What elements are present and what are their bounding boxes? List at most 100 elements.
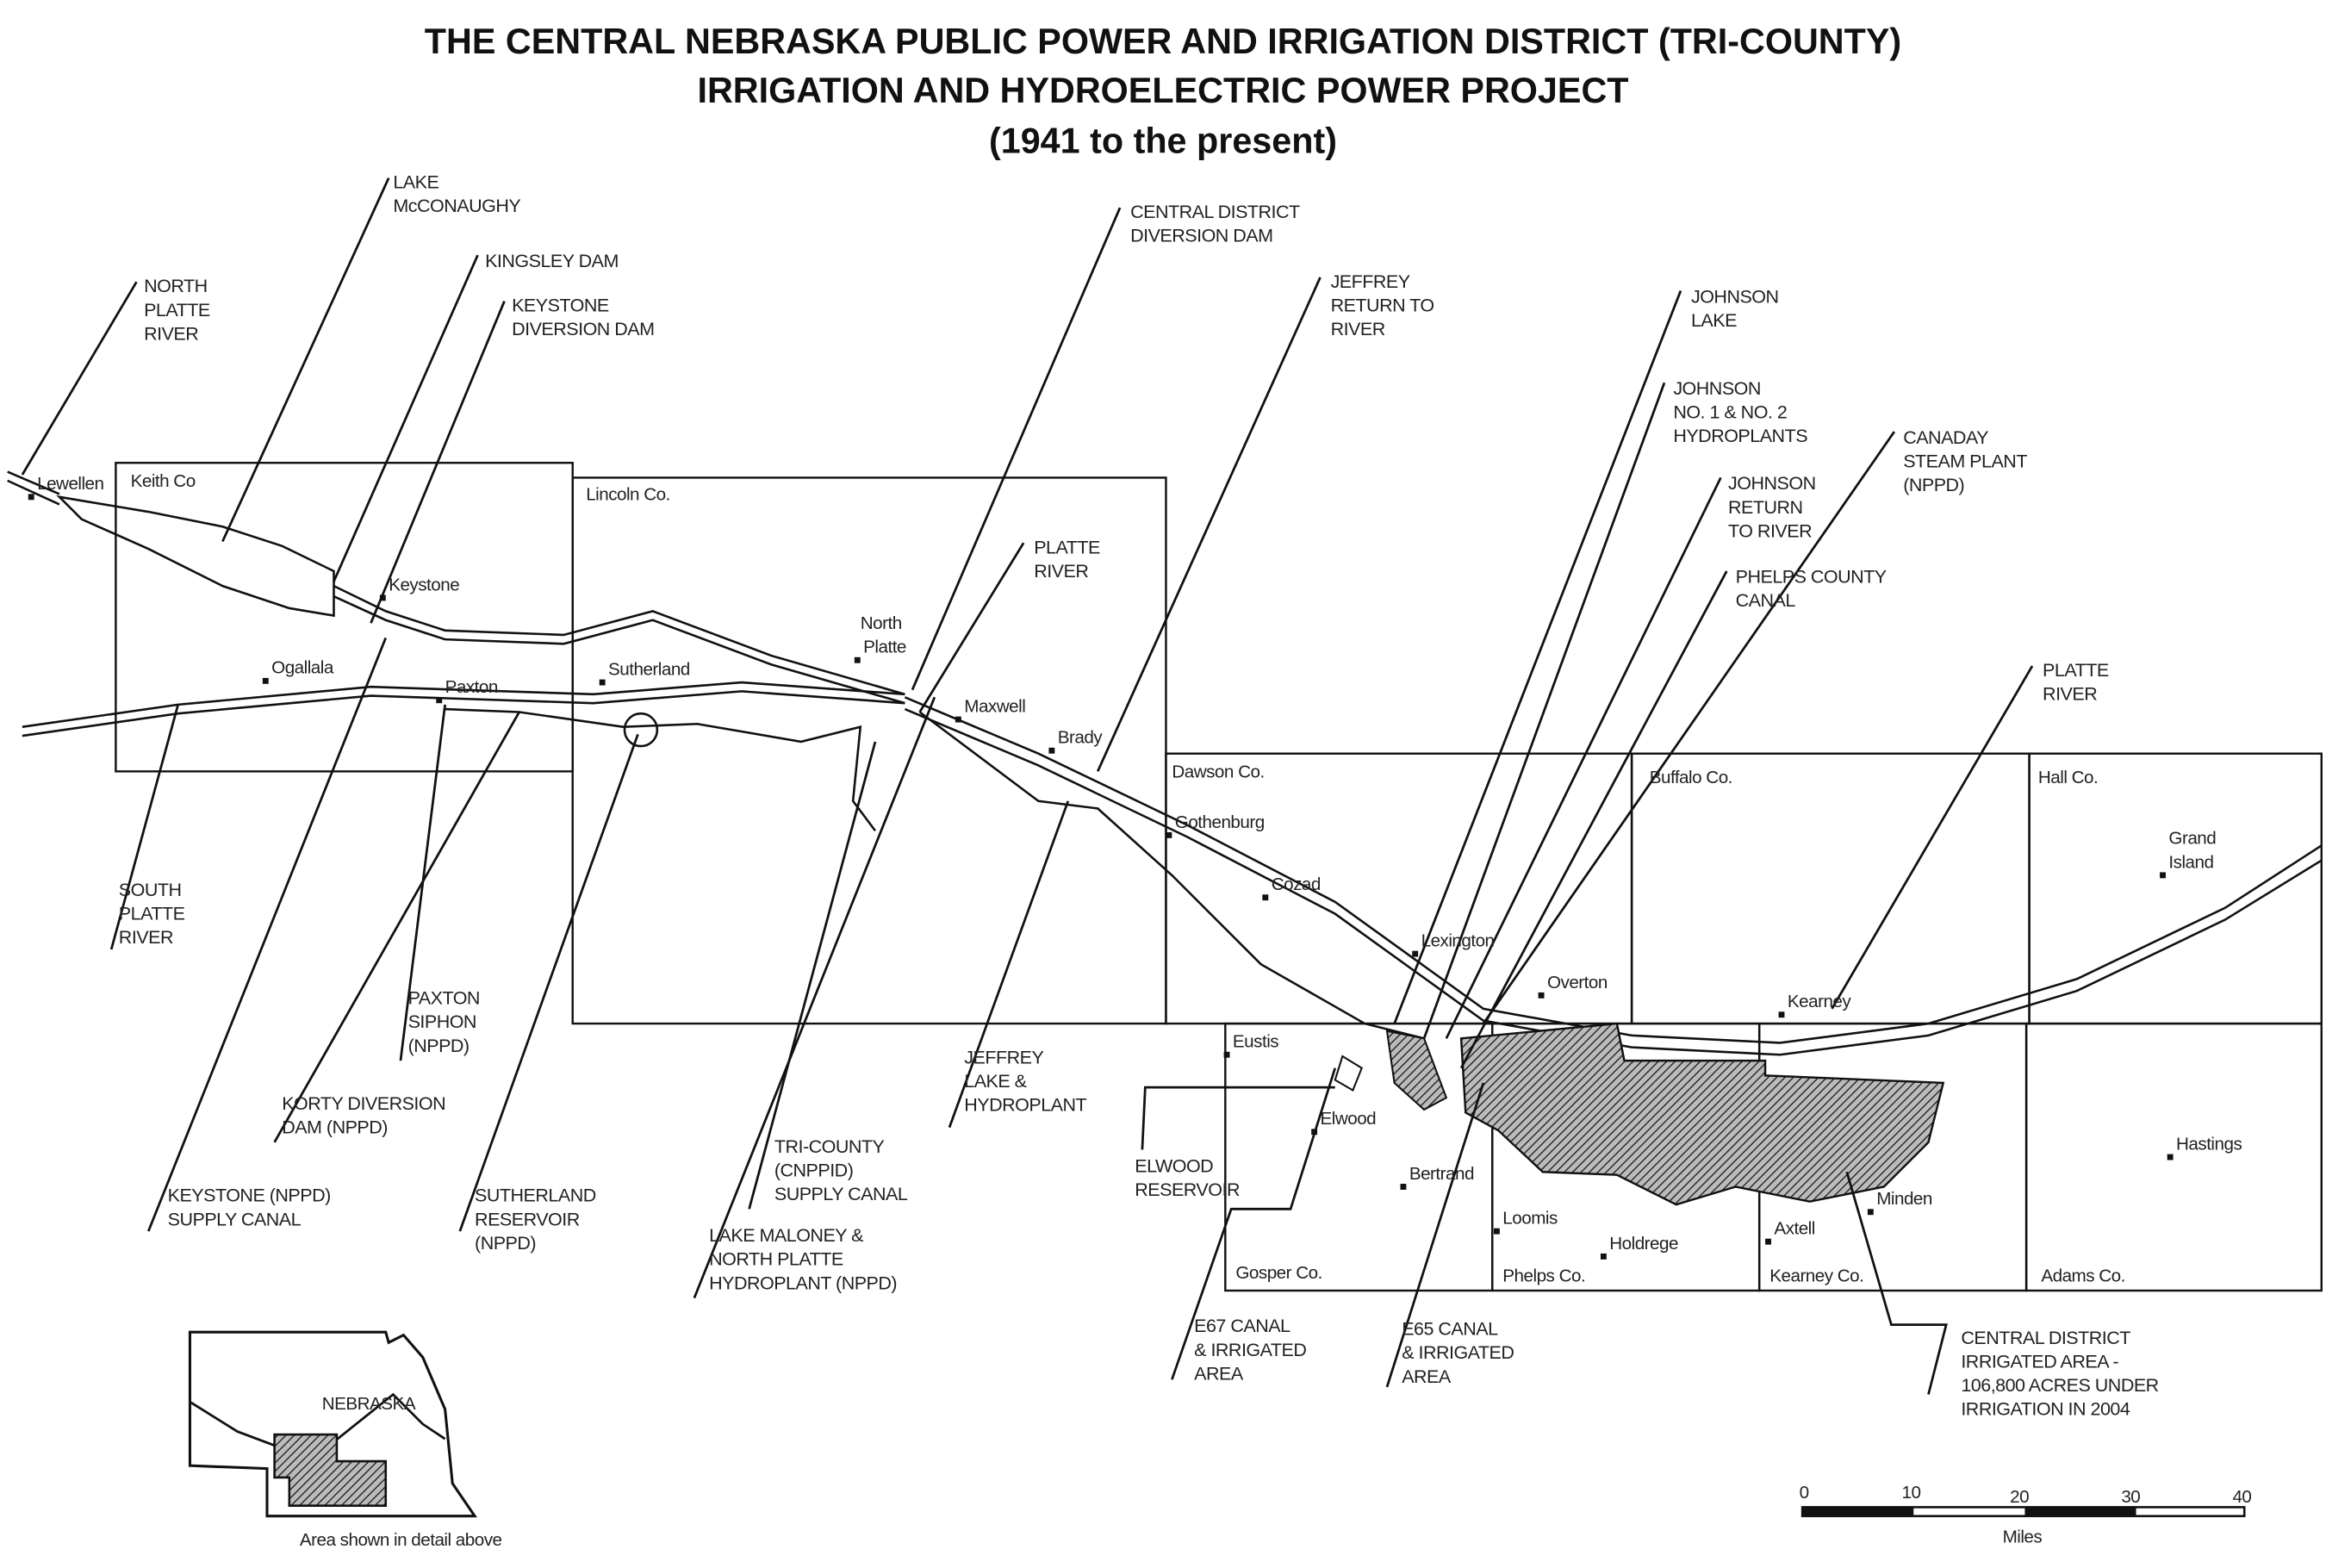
- leader-e67-canal: [1171, 1067, 1337, 1380]
- scale-segment: [1802, 1507, 1914, 1516]
- label-sutherland-reservoir: (NPPD): [475, 1233, 536, 1254]
- scale-segment: [2024, 1507, 2136, 1516]
- platte-river: [904, 696, 2323, 1044]
- place-axtell: Axtell: [1774, 1219, 1814, 1239]
- leader-platte-river-2: [1831, 665, 2034, 1010]
- keith-county: [115, 462, 574, 773]
- label-johnson-return: TO RIVER: [1728, 520, 1812, 541]
- label-e67-canal: AREA: [1194, 1363, 1244, 1384]
- place-grand-island-2: Island: [2168, 852, 2213, 872]
- leader-irrigated-area: [1845, 1171, 1948, 1395]
- place-eustis: Eustis: [1233, 1032, 1278, 1052]
- label-lake-maloney: LAKE MALONEY &: [709, 1225, 864, 1246]
- elwood-reservoir: [1334, 1055, 1364, 1092]
- label-e67-canal: E67 CANAL: [1194, 1316, 1290, 1336]
- leader-platte-river-1: [918, 542, 1025, 713]
- leader-south-platte-river: [109, 704, 180, 950]
- label-phelps-canal: PHELPS COUNTY: [1736, 567, 1887, 588]
- place-minden: Minden: [1876, 1189, 1932, 1209]
- label-sutherland-reservoir: RESERVOIR: [475, 1209, 580, 1229]
- town-marker-icon: [262, 677, 269, 684]
- label-jeffrey-return: RIVER: [1331, 319, 1385, 339]
- north-platte-river-bank: [7, 479, 905, 705]
- label-johnson-lake: JOHNSON: [1691, 286, 1779, 307]
- adams-county: [2024, 1022, 2323, 1292]
- place-bertrand: Bertrand: [1409, 1164, 1474, 1184]
- label-tri-county-canal: (CNPPID): [774, 1160, 854, 1180]
- town-marker-icon: [1867, 1209, 1874, 1216]
- town-marker-icon: [1538, 992, 1545, 999]
- label-central-district-diversion-dam: DIVERSION DAM: [1130, 226, 1272, 246]
- place-lincoln-co: Lincoln Co.: [586, 484, 670, 504]
- label-korty-dam: KORTY DIVERSION: [282, 1093, 445, 1114]
- inset-detail-area: [273, 1433, 388, 1507]
- place-paxton: Paxton: [445, 677, 498, 697]
- e65-irrigated-area: [1385, 1030, 1448, 1111]
- scale-unit: Miles: [2003, 1528, 2043, 1547]
- label-north-platte-river: NORTH: [144, 276, 208, 296]
- north-platte-river: [7, 470, 905, 696]
- leader-korty-dam: [273, 711, 520, 1143]
- label-irrigated-area: IRRIGATED AREA -: [1961, 1352, 2118, 1372]
- leader-central-district-diversion-dam: [911, 207, 1122, 691]
- inset-state-label: NEBRASKA: [322, 1394, 416, 1414]
- label-south-platte-river: SOUTH: [119, 880, 182, 900]
- sutherland-reservoir: [623, 712, 659, 748]
- place-north-platte-1: North: [861, 613, 902, 633]
- tri-county-canal: [918, 711, 1425, 1040]
- label-johnson-hydroplants: NO. 1 & NO. 2: [1673, 402, 1787, 423]
- leader-jeffrey-lake: [948, 800, 1070, 1129]
- inset-caption: Area shown in detail above: [300, 1530, 502, 1550]
- label-irrigated-area: 106,800 ACRES UNDER: [1961, 1375, 2158, 1396]
- label-lake-mcconaughy: McCONAUGHY: [393, 196, 520, 216]
- place-holdrege: Holdrege: [1609, 1234, 1678, 1254]
- central-district-irrigated-area: [1459, 1022, 1945, 1206]
- label-south-platte-river: PLATTE: [119, 904, 185, 924]
- place-dawson-co: Dawson Co.: [1172, 762, 1264, 781]
- place-ogallala: Ogallala: [271, 658, 334, 678]
- leader-canaday: [1482, 431, 1896, 1024]
- label-lake-mcconaughy: LAKE: [393, 172, 438, 193]
- place-kearney: Kearney: [1788, 992, 1852, 1011]
- map-title: THE CENTRAL NEBRASKA PUBLIC POWER AND IR…: [425, 22, 1901, 160]
- town-marker-icon: [379, 594, 386, 601]
- label-tri-county-canal: TRI-COUNTY: [774, 1136, 885, 1157]
- label-platte-river-1: PLATTE: [1034, 537, 1100, 557]
- label-keystone-diversion-dam: DIVERSION DAM: [512, 319, 654, 339]
- scale-tick: 30: [2121, 1487, 2140, 1507]
- place-hall-co: Hall Co.: [2038, 768, 2098, 787]
- place-keystone: Keystone: [389, 575, 459, 594]
- place-buffalo-co: Buffalo Co.: [1650, 768, 1732, 787]
- label-keystone-supply-canal: SUPPLY CANAL: [168, 1209, 302, 1229]
- town-marker-icon: [1223, 1051, 1230, 1058]
- leader-johnson-lake: [1393, 289, 1682, 1024]
- place-brady: Brady: [1058, 728, 1104, 748]
- label-elwood-reservoir: RESERVOIR: [1135, 1179, 1240, 1200]
- title-line-3: (1941 to the present): [989, 121, 1337, 160]
- label-johnson-hydroplants: HYDROPLANTS: [1673, 426, 1807, 446]
- place-kearney-co: Kearney Co.: [1769, 1266, 1863, 1286]
- lake-mcconaughy: [56, 495, 335, 618]
- south-platte-river: [22, 681, 905, 728]
- town-marker-icon: [854, 656, 861, 663]
- leader-e65-canal: [1385, 1082, 1485, 1388]
- label-platte-river-2: PLATTE: [2043, 660, 2109, 681]
- town-marker-icon: [2160, 872, 2166, 879]
- town-marker-icon: [436, 697, 443, 704]
- label-platte-river-1: RIVER: [1034, 561, 1088, 582]
- leader-lake-mcconaughy: [221, 177, 390, 543]
- place-adams-co: Adams Co.: [2041, 1266, 2125, 1286]
- town-marker-icon: [1311, 1129, 1318, 1136]
- place-loomis: Loomis: [1502, 1209, 1558, 1229]
- label-keystone-diversion-dam: KEYSTONE: [512, 296, 609, 316]
- waterways: [7, 470, 2323, 1206]
- town-marker-icon: [1048, 747, 1055, 754]
- label-johnson-return: JOHNSON: [1728, 473, 1816, 494]
- label-e65-canal: & IRRIGATED: [1402, 1342, 1514, 1363]
- label-canaday: CANADAY: [1903, 427, 1988, 448]
- leader-johnson-hydroplants: [1422, 382, 1666, 1039]
- place-lexington: Lexington: [1421, 931, 1495, 951]
- leader-keystone-diversion-dam: [370, 301, 506, 624]
